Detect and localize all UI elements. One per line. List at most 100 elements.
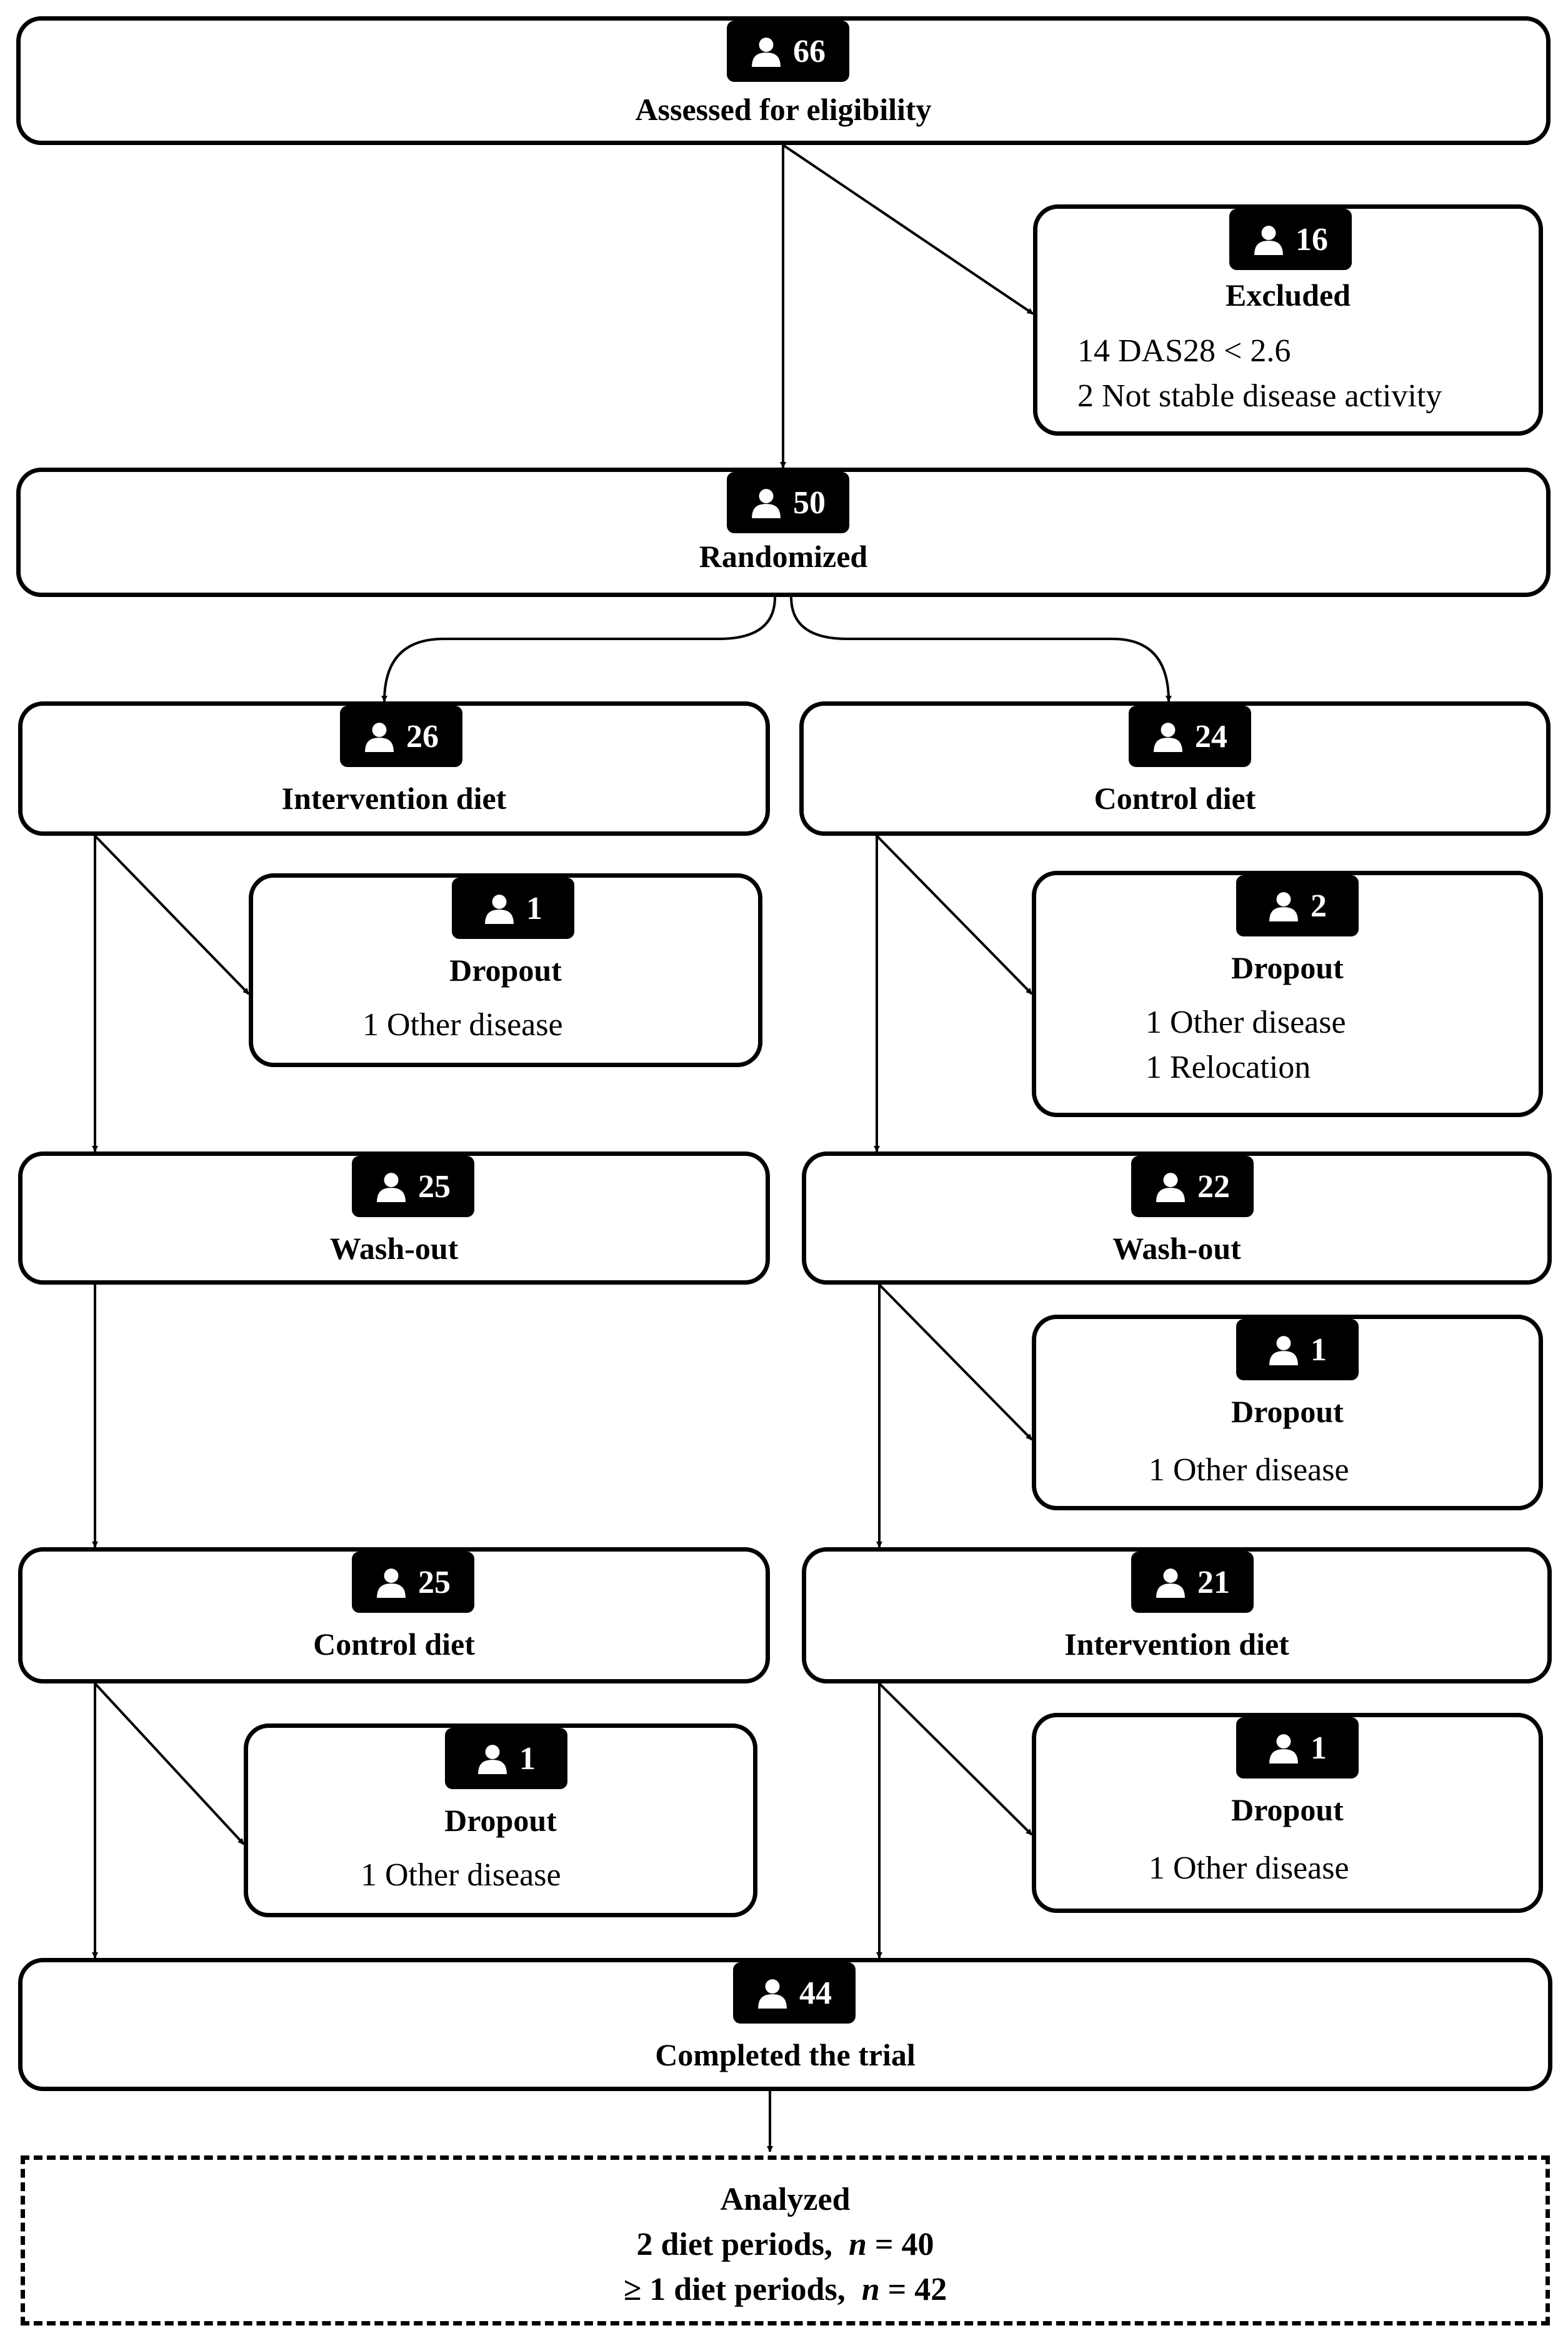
person-icon [758,1979,787,2009]
person-icon [1269,1336,1298,1365]
left-diet2-count: 25 [418,1564,451,1600]
arrow-left-diet2-to-dropout [94,1682,245,1845]
arrow-left-diet1-to-dropout [94,835,250,995]
left-diet2-count-badge: 25 [352,1552,474,1613]
left-dropout3-box: 1 Dropout 1 Other disease [244,1723,757,1917]
excluded-count-badge: 16 [1229,209,1352,270]
analyzed-row-value: = 40 [874,2227,934,2262]
randomized-box: 50 Randomized [16,468,1551,597]
person-icon [478,1745,507,1774]
randomized-count: 50 [793,484,826,521]
left-washout-count-badge: 25 [352,1156,474,1217]
right-dropout2-reason: 1 Other disease [1149,1452,1349,1488]
analyzed-row-variable: n [861,2272,880,2307]
person-icon [1156,1173,1185,1202]
completed-count: 44 [799,1975,832,2011]
right-dropout3-reason: 1 Other disease [1149,1850,1349,1886]
right-washout-label: Wash-out [1112,1231,1241,1266]
left-diet1-label: Intervention diet [281,781,507,816]
left-dropout1-label: Dropout [449,953,562,988]
completed-count-badge: 44 [733,1962,856,2024]
arrow-randomized-to-left [381,596,776,702]
excluded-count: 16 [1296,221,1328,258]
left-dropout1-reason: 1 Other disease [362,1007,563,1043]
right-diet2-label: Intervention diet [1064,1627,1289,1662]
right-dropout2-count-badge: 1 [1236,1319,1359,1380]
analyzed-box: Analyzed 2 diet periods, n = 40 ≥ 1 diet… [21,2155,1550,2325]
right-dropout3-box: 1 Dropout 1 Other disease [1032,1713,1543,1913]
left-diet1-count: 26 [406,718,439,755]
excluded-box: 16 Excluded 14 DAS28 < 2.6 2 Not stable … [1033,204,1543,436]
right-dropout1-reason: 1 Relocation [1146,1050,1311,1085]
analyzed-label: Analyzed [720,2182,851,2217]
person-icon [377,1173,406,1202]
left-dropout3-count-badge: 1 [445,1728,567,1789]
person-icon [1269,892,1298,921]
right-washout-count: 22 [1197,1168,1230,1205]
right-diet1-count-badge: 24 [1129,706,1251,767]
completed-box: 44 Completed the trial [18,1958,1552,2091]
right-dropout1-label: Dropout [1231,950,1344,985]
person-icon [1156,1568,1185,1598]
excluded-reason: 2 Not stable disease activity [1077,378,1442,414]
arrow-right-diet1-to-dropout [876,835,1033,995]
left-washout-count: 25 [418,1168,451,1205]
left-intervention-diet-box: 26 Intervention diet [18,701,770,836]
left-washout-box: 25 Wash-out [18,1151,770,1285]
right-dropout2-count: 1 [1311,1332,1327,1368]
person-icon [1269,1734,1298,1764]
right-dropout1-reason: 1 Other disease [1146,1005,1346,1040]
assessed-count-badge: 66 [727,21,849,82]
arrow-right-washout-to-dropout [878,1283,1033,1441]
right-dropout3-count-badge: 1 [1236,1717,1359,1779]
left-dropout1-count: 1 [526,890,542,926]
person-icon [752,489,781,518]
randomized-count-badge: 50 [727,472,849,533]
person-icon [1154,723,1182,752]
right-dropout3-count: 1 [1311,1730,1327,1766]
right-dropout1-count: 2 [1311,888,1327,924]
completed-label: Completed the trial [655,2037,916,2072]
assessed-label: Assessed for eligibility [635,92,932,127]
arrow-randomized-to-right [790,596,1172,702]
right-intervention-diet-box: 21 Intervention diet [802,1547,1552,1683]
right-diet2-count-badge: 21 [1131,1552,1254,1613]
right-dropout2-label: Dropout [1231,1394,1344,1429]
assessed-count: 66 [793,33,826,69]
assessed-box: 66 Assessed for eligibility [16,16,1551,145]
right-dropout2-box: 1 Dropout 1 Other disease [1032,1315,1543,1510]
arrow-right-diet2-to-dropout [878,1682,1033,1836]
left-dropout3-label: Dropout [444,1803,557,1838]
left-dropout1-box: 1 Dropout 1 Other disease [249,873,762,1067]
left-dropout1-count-badge: 1 [452,878,574,939]
person-icon [1254,226,1283,255]
analyzed-row: 2 diet periods, n = 40 [25,2222,1546,2267]
person-icon [485,895,514,924]
right-dropout3-label: Dropout [1231,1792,1344,1827]
randomized-label: Randomized [699,539,868,574]
person-icon [752,38,781,67]
left-diet1-count-badge: 26 [340,706,462,767]
right-dropout1-box: 2 Dropout 1 Other disease 1 Relocation [1032,871,1543,1117]
right-washout-box: 22 Wash-out [802,1151,1552,1285]
analyzed-row-value: = 42 [887,2272,947,2307]
excluded-label: Excluded [1225,278,1351,313]
left-diet2-label: Control diet [313,1627,475,1662]
right-washout-count-badge: 22 [1131,1156,1254,1217]
person-icon [365,723,394,752]
left-washout-label: Wash-out [329,1231,459,1266]
analyzed-row-prefix: ≥ 1 diet periods, [623,2272,846,2307]
person-icon [377,1568,406,1598]
left-dropout3-count: 1 [519,1740,536,1777]
right-diet2-count: 21 [1197,1564,1230,1600]
right-diet1-label: Control diet [1094,781,1256,816]
left-dropout3-reason: 1 Other disease [361,1857,561,1893]
excluded-reason: 14 DAS28 < 2.6 [1077,333,1291,369]
analyzed-row: ≥ 1 diet periods, n = 42 [25,2267,1546,2312]
right-control-diet-box: 24 Control diet [799,701,1551,836]
left-control-diet-box: 25 Control diet [18,1547,770,1683]
right-diet1-count: 24 [1195,718,1227,755]
right-dropout1-count-badge: 2 [1236,875,1359,936]
arrow-assessed-to-excluded [782,144,1034,315]
